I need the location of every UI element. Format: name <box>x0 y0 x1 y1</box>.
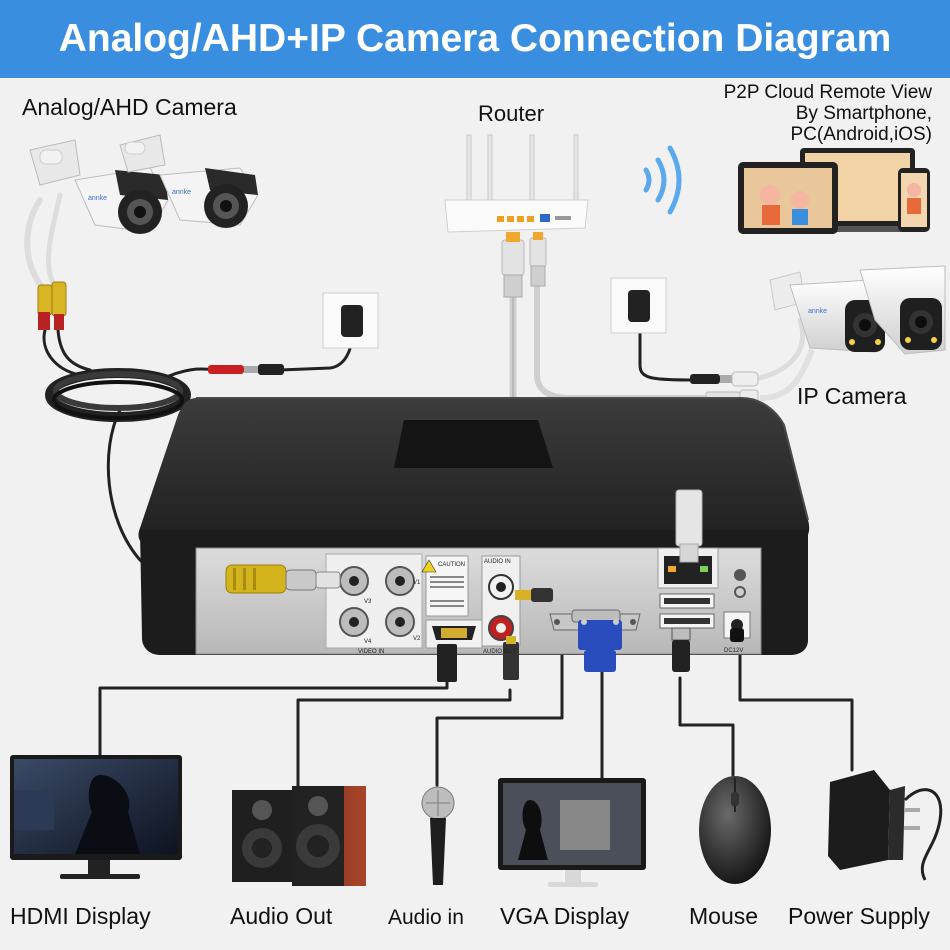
v2-label: V2 <box>413 636 421 642</box>
bnc-plugs <box>37 281 67 330</box>
analog-camera-1-icon: annke <box>29 139 169 234</box>
mouse-label: Mouse <box>689 903 759 929</box>
audio-out-label: Audio Out <box>230 903 333 929</box>
network-usb-ports <box>657 489 751 672</box>
dc-plug-analog <box>208 364 284 375</box>
ip-camera-label: IP Camera <box>797 383 907 409</box>
cable-coil <box>45 368 191 422</box>
speakers-icon <box>232 786 366 886</box>
audio-out-label: AUDIO OUT <box>483 649 517 655</box>
p2p-remote-label: P2P Cloud Remote View By Smartphone, PC(… <box>723 82 932 145</box>
dvr-panel-labels: AUDIO IN AUDIO OUT VIDEO IN V1 V2 V3 V4 … <box>358 559 743 655</box>
audio-in-label: Audio in <box>388 906 464 929</box>
vga-port <box>549 609 641 672</box>
dc12v-label: DC12V <box>724 648 743 654</box>
ethernet-plugs-router <box>501 232 547 298</box>
video-in-label: VIDEO IN <box>358 649 384 655</box>
ip-camera-1-icon: annke <box>769 271 889 353</box>
hdmi-display-label: HDMI Display <box>10 903 151 929</box>
v1-label: V1 <box>413 580 421 586</box>
wall-outlet-analog-icon <box>322 292 379 349</box>
power-supply-label: Power Supply <box>788 903 930 929</box>
hdmi-port <box>425 619 483 682</box>
analog-camera-label: Analog/AHD Camera <box>22 94 237 120</box>
router-label: Router <box>478 101 545 126</box>
hdmi-monitor-icon <box>10 755 182 879</box>
bnc-video-inputs <box>325 553 423 649</box>
audio-jacks <box>481 555 553 680</box>
svg-text:annke: annke <box>172 189 191 196</box>
router-icon <box>444 134 589 233</box>
caution-sticker <box>421 555 469 617</box>
svg-text:annke: annke <box>88 195 107 202</box>
microphone-icon <box>421 786 455 885</box>
v4-label: V4 <box>364 639 372 645</box>
mouse-icon <box>699 776 771 884</box>
diagram-title: Analog/AHD+IP Camera Connection Diagram <box>58 17 892 60</box>
wifi-signal-icon <box>643 145 682 215</box>
ip-camera-2-icon <box>859 265 946 355</box>
remote-view-devices-icon <box>738 148 930 234</box>
bnc-plug-connected <box>225 564 341 594</box>
audio-in-label: AUDIO IN <box>484 559 511 565</box>
analog-camera-2-icon: annke <box>119 134 259 228</box>
power-adapter-icon <box>828 770 943 881</box>
caution-label: CAUTION <box>438 562 465 568</box>
wall-outlet-ip-icon <box>610 277 667 334</box>
title-banner: Analog/AHD+IP Camera Connection Diagram <box>0 0 950 78</box>
vga-display-label: VGA Display <box>500 903 630 929</box>
svg-text:annke: annke <box>808 308 827 315</box>
vga-monitor-icon <box>498 778 646 887</box>
v3-label: V3 <box>364 599 372 605</box>
